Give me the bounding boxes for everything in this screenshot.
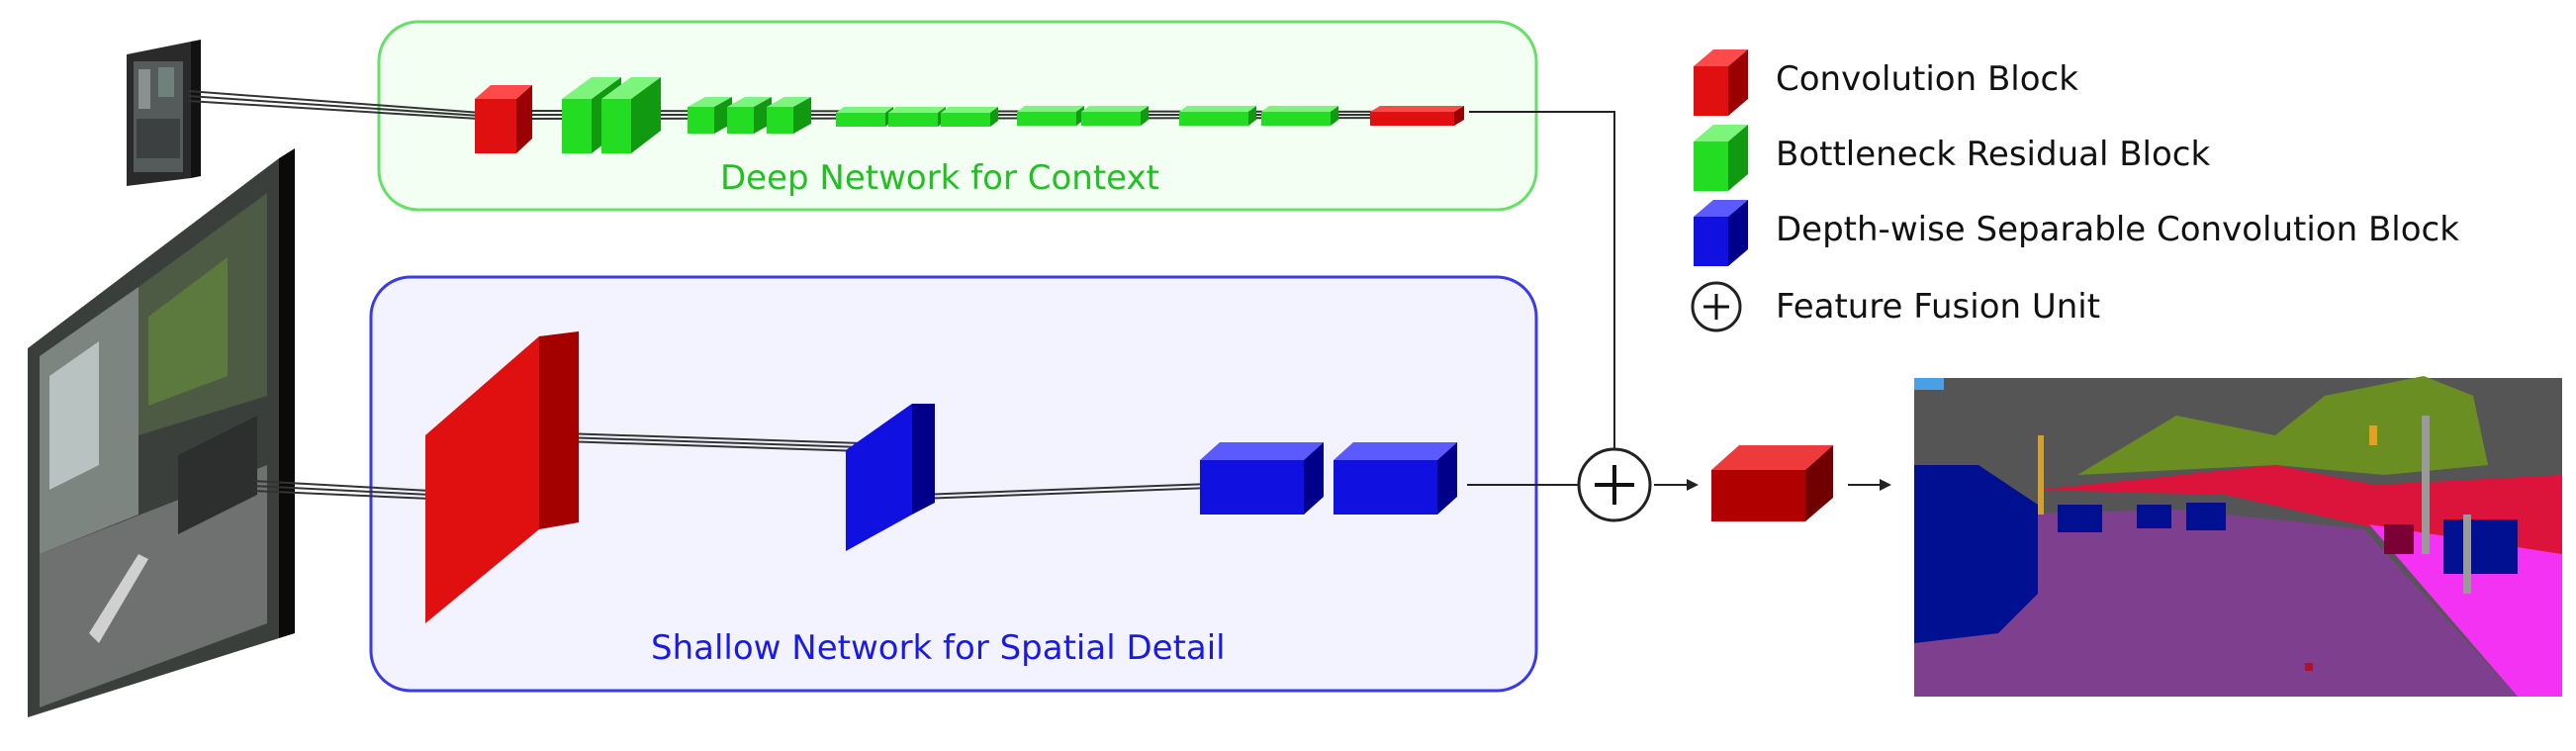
legend-convolution-block-icon	[1694, 49, 1748, 116]
legend-label-feature-fusion-unit: Feature Fusion Unit	[1776, 287, 2101, 327]
legend-label-depthwise-separable-conv-block: Depth-wise Separable Convolution Block	[1776, 210, 2459, 249]
shallow-panel-title: Shallow Network for Spatial Detail	[651, 628, 1226, 668]
legend-feature-fusion-unit-icon	[1691, 281, 1742, 332]
deep-first-conv-block	[475, 85, 532, 153]
input-connection-lines	[187, 90, 496, 500]
input-image-large	[28, 148, 295, 717]
deep-bottleneck-blocks-medium	[688, 97, 811, 134]
deep-panel-title: Deep Network for Context	[720, 158, 1159, 198]
shallow-dwsconv-block-2	[1200, 442, 1457, 515]
feature-fusion-unit-icon	[1577, 447, 1652, 522]
output-conv-block	[1711, 445, 1833, 521]
shallow-dwsconv-block-1	[846, 404, 935, 551]
arrowhead-to-output-conv	[1687, 479, 1699, 491]
shallow-conv-block	[425, 331, 579, 623]
arrowhead-to-output-image	[1880, 479, 1891, 491]
deep-bottleneck-blocks-small	[836, 106, 1338, 127]
legend-label-convolution-block: Convolution Block	[1776, 59, 2078, 99]
legend-label-bottleneck-residual-block: Bottleneck Residual Block	[1776, 135, 2211, 174]
deep-last-conv-block	[1370, 106, 1464, 126]
output-segmentation-image	[1914, 376, 2562, 697]
input-image-small	[127, 40, 201, 186]
legend-bottleneck-residual-block-icon	[1694, 125, 1748, 191]
deep-bottleneck-blocks-large	[562, 77, 661, 153]
legend-depthwise-separable-conv-block-icon	[1694, 200, 1748, 266]
